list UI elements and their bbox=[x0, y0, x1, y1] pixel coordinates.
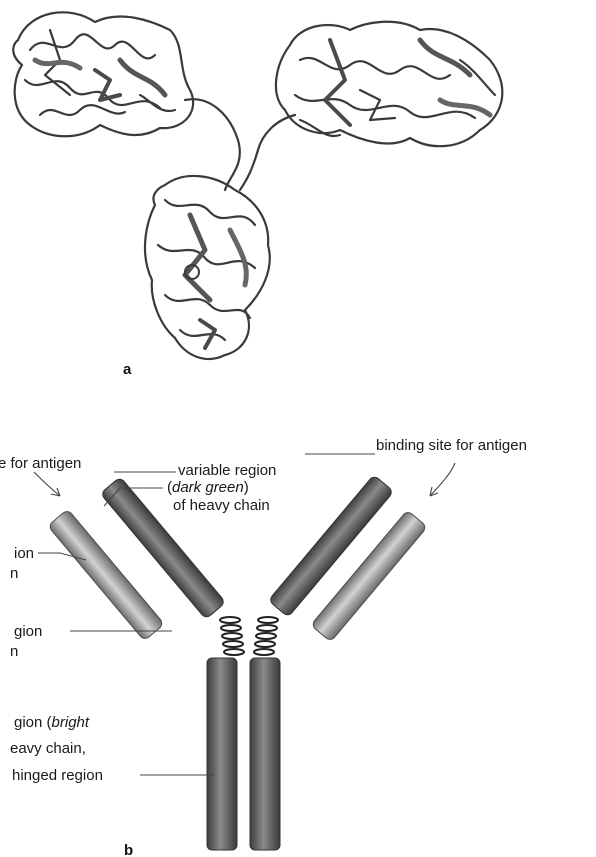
fc-domain bbox=[145, 176, 270, 359]
label-binding-site-right: binding site for antigen bbox=[376, 437, 527, 454]
label-variable-heavy-2: (dark green) bbox=[167, 479, 249, 496]
fab-domain-right bbox=[276, 22, 502, 146]
fab-domain-left bbox=[13, 12, 193, 136]
hinge-right bbox=[254, 617, 278, 655]
label-left-2-line1: gion bbox=[14, 623, 42, 640]
label-constant-line3: hinged region bbox=[12, 767, 103, 784]
label-constant-line1: gion (bright bbox=[14, 714, 90, 731]
linker-right bbox=[240, 115, 295, 190]
heavy-chain-constant-right bbox=[250, 658, 280, 850]
label-variable-heavy-3: of heavy chain bbox=[173, 497, 270, 514]
label-binding-site-left: e for antigen bbox=[0, 455, 81, 472]
ribbon-structure bbox=[13, 12, 502, 359]
hinge-left bbox=[220, 617, 244, 655]
heavy-chain-right-variable bbox=[268, 475, 393, 617]
label-left-2-line2: n bbox=[10, 643, 18, 660]
label-left-1-line1: ion bbox=[14, 545, 34, 562]
label-variable-heavy-1: variable region bbox=[178, 462, 276, 479]
antibody-schematic bbox=[48, 475, 427, 850]
panel-label-a: a bbox=[123, 361, 132, 378]
heavy-chain-constant-left bbox=[207, 658, 237, 850]
label-left-1-line2: n bbox=[10, 565, 18, 582]
panel-label-b: b bbox=[124, 842, 133, 857]
label-constant-line2: eavy chain, bbox=[10, 740, 86, 757]
